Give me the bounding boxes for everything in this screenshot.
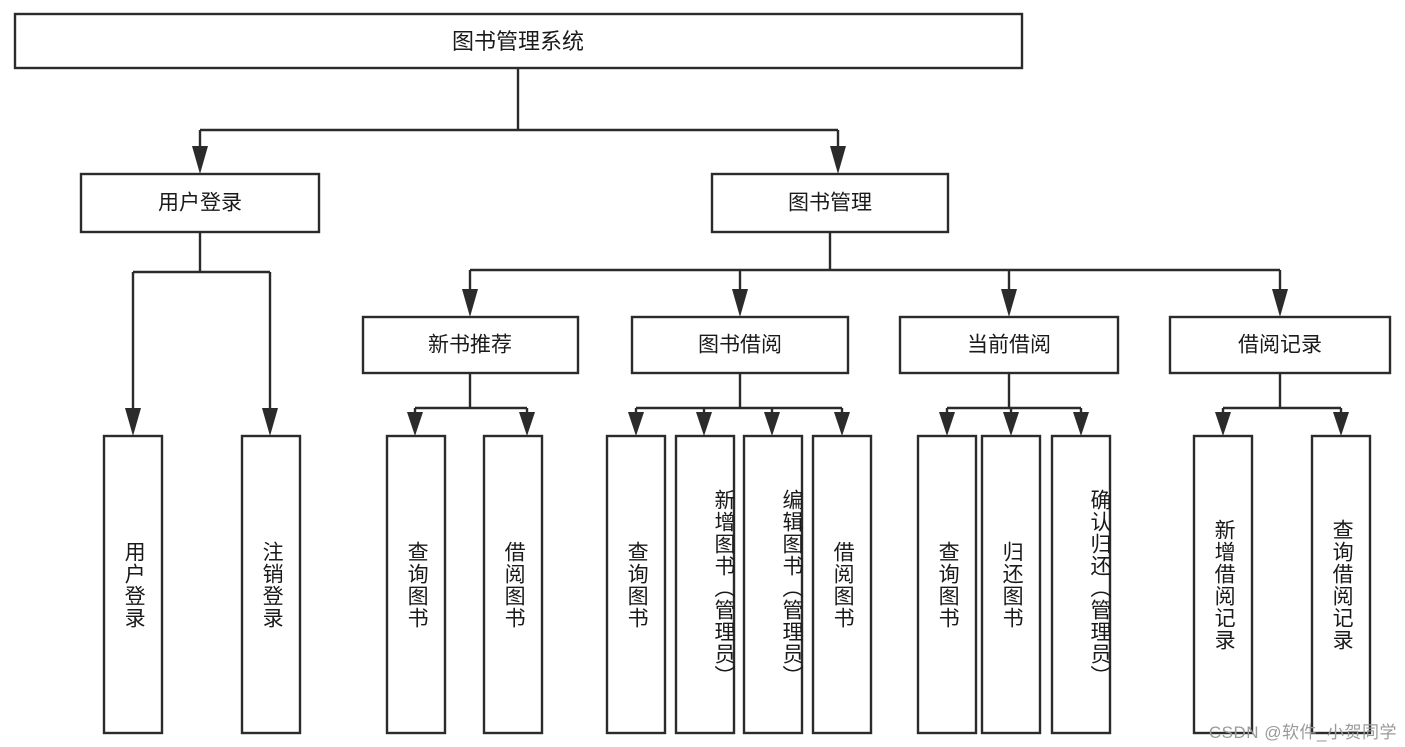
node-root-box[interactable] [13,12,1024,70]
node-book-manage[interactable]: 图书管理 [710,172,950,234]
arrow-head-icon [830,146,846,174]
node-current-borrow-box[interactable] [898,315,1120,375]
arrow-head-icon [125,408,141,436]
node-leaf-borrow-book-2-box[interactable] [811,434,873,735]
node-leaf-user-login-box[interactable] [102,434,164,735]
node-user-login-label: 用户登录 [158,192,242,215]
connector-book-borrow-to-leaves [628,373,850,436]
node-user-login[interactable]: 用户登录 [79,172,321,234]
node-leaf-query-book-2-box[interactable] [605,434,667,735]
node-user-login-box[interactable] [79,172,321,234]
connector-borrow-record-to-leaves [1215,373,1349,436]
arrow-head-icon [1003,412,1019,436]
node-book-borrow[interactable]: 图书借阅 [630,315,850,375]
node-book-manage-label: 图书管理 [788,192,872,215]
connector-current-borrow-to-leaves [939,373,1089,436]
node-leaf-query-book-1-box[interactable] [385,434,447,735]
arrow-head-icon [1333,412,1349,436]
arrow-head-icon [764,412,780,436]
node-root-label: 图书管理系统 [452,29,584,54]
node-book-borrow-box[interactable] [630,315,850,375]
node-borrow-record-box[interactable] [1168,315,1392,375]
node-leaf-borrow-book-1-box[interactable] [482,434,544,735]
node-leaf-add-book-admin-box[interactable] [674,434,736,735]
node-leaf-add-borrow-record-box[interactable] [1192,434,1254,735]
node-leaf-edit-book-admin-box[interactable] [742,434,804,735]
arrow-head-icon [262,408,278,436]
node-leaf-query-book-3-box[interactable] [916,434,978,735]
node-root[interactable]: 图书管理系统 [13,12,1024,70]
node-leaf-confirm-return-admin-box[interactable] [1050,434,1112,735]
arrow-head-icon [1001,289,1017,317]
arrow-head-icon [696,412,712,436]
connector-new-book-recommend-to-leaves [407,373,535,436]
node-current-borrow-label: 当前借阅 [967,334,1051,357]
node-leaf-query-borrow-record-box[interactable] [1310,434,1372,735]
arrow-head-icon [1272,289,1288,317]
arrow-head-icon [628,412,644,436]
node-borrow-record[interactable]: 借阅记录 [1168,315,1392,375]
arrow-head-icon [192,146,208,174]
node-book-manage-box[interactable] [710,172,950,234]
arrow-head-icon [1215,412,1231,436]
watermark-text: CSDN @软件_小贺同学 [1208,723,1397,742]
connector-user-login-to-leaves [125,232,278,436]
arrow-head-icon [834,412,850,436]
node-borrow-record-label: 借阅记录 [1238,334,1322,357]
arrow-head-icon [1073,412,1089,436]
node-new-book-recommend[interactable]: 新书推荐 [361,315,580,375]
node-new-book-recommend-label: 新书推荐 [428,334,512,357]
node-book-borrow-label: 图书借阅 [698,334,782,357]
arrow-head-icon [939,412,955,436]
arrow-head-icon [732,289,748,317]
arrow-head-icon [519,412,535,436]
node-leaf-logout-login-box[interactable] [240,434,302,735]
node-new-book-recommend-box[interactable] [361,315,580,375]
arrow-head-icon [407,412,423,436]
connector-book-manage-to-level2 [462,232,1288,317]
arrow-head-icon [462,289,478,317]
node-leaf-return-book-box[interactable] [980,434,1042,735]
connector-root-to-level1 [192,68,846,174]
node-current-borrow[interactable]: 当前借阅 [898,315,1120,375]
